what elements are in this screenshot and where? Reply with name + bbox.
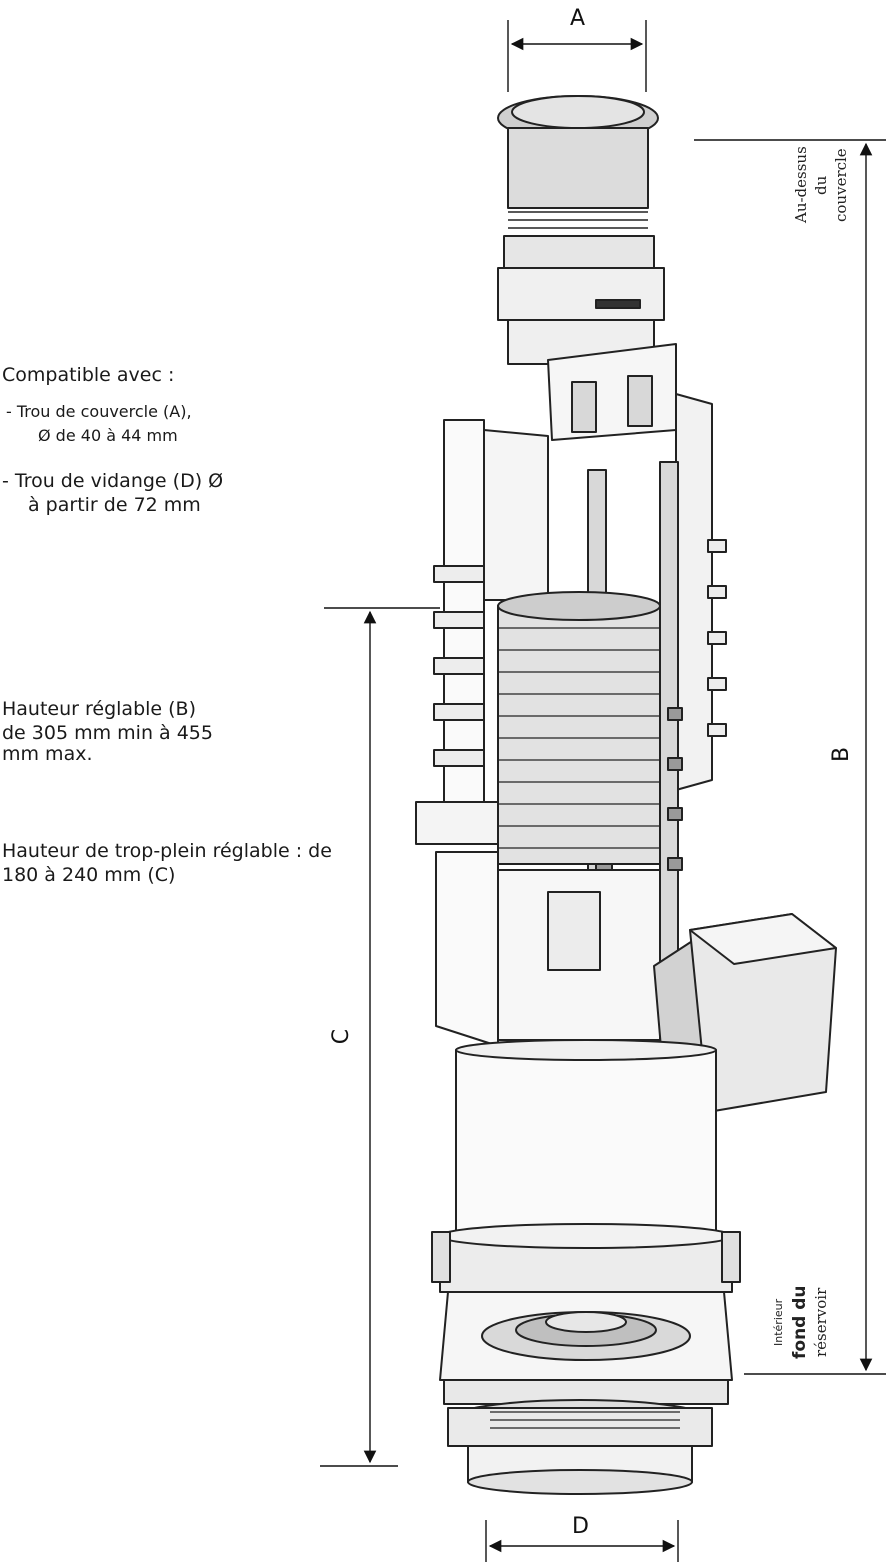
overflow-note-line-2: 180 à 240 mm (C) [2, 864, 176, 886]
float-cylinder [497, 591, 661, 865]
above-lid-line-3: couvercle [832, 148, 850, 222]
above-lid-line-2: du [812, 175, 830, 195]
height-note-line-2: de 305 mm min à 455 [2, 722, 213, 744]
compat-title: Compatible avec : [2, 364, 175, 386]
valve-illustration [415, 95, 837, 1495]
compat-line-drain-hole: - Trou de vidange (D) Ø [2, 470, 224, 492]
dimension-c-label: C [329, 1028, 355, 1045]
base-ring [431, 1223, 741, 1405]
above-lid-line-1: Au-dessus [792, 146, 810, 224]
bottom-thread [447, 1399, 713, 1495]
compat-line-lid-hole: - Trou de couvercle (A), [6, 402, 192, 421]
dimension-lines [320, 20, 886, 1562]
overflow-note-line-1: Hauteur de trop-plein réglable : de [2, 840, 332, 862]
dimension-b-label: B [829, 746, 855, 763]
body-tube [455, 1049, 717, 1233]
tank-bottom-label: Intérieur fond du réservoir [770, 1282, 830, 1362]
upper-housing [547, 343, 677, 441]
dimension-d-label: D [572, 1514, 589, 1539]
height-note-line-3: mm max. [2, 743, 93, 765]
above-lid-label: Au-dessus du couvercle [792, 144, 850, 226]
tank-bottom-line-1: Intérieur [772, 1298, 785, 1346]
height-note-line-1: Hauteur réglable (B) [2, 698, 196, 720]
compat-line-lid-diameter: Ø de 40 à 44 mm [38, 426, 178, 445]
compat-line-drain-diameter: à partir de 72 mm [28, 494, 201, 516]
housing-ribs-right [707, 539, 727, 737]
tank-bottom-line-2: fond du [790, 1285, 810, 1359]
tank-bottom-line-3: réservoir [812, 1287, 830, 1357]
dimension-a-label: A [570, 6, 586, 31]
